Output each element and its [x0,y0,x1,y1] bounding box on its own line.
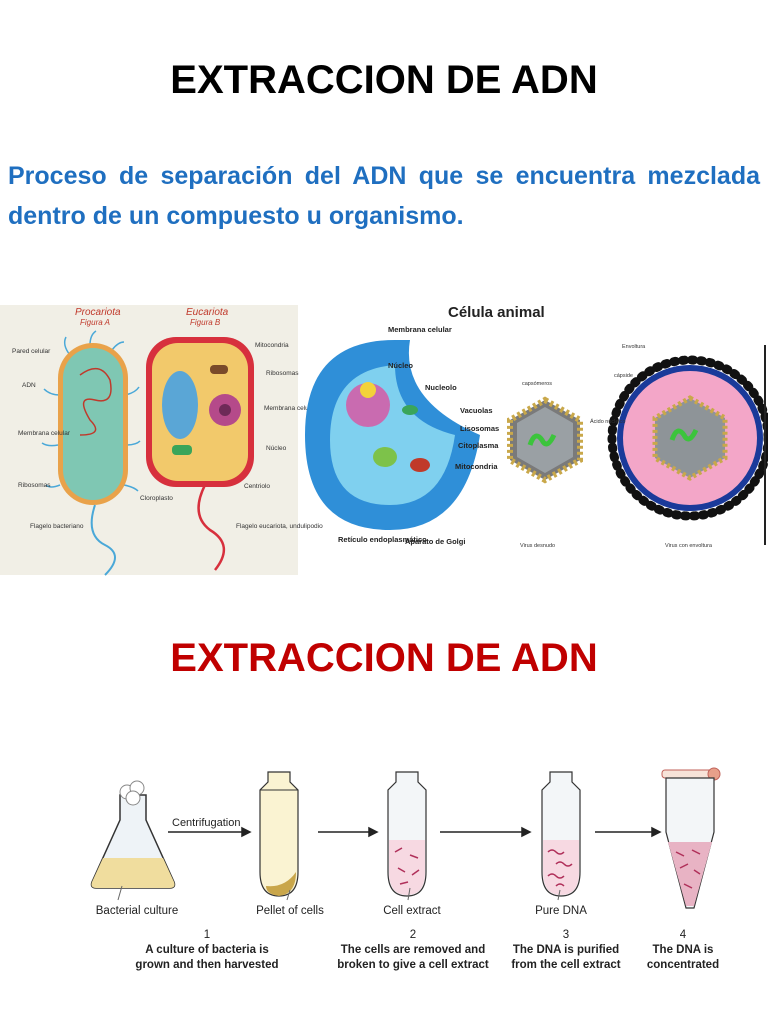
prokaryote-heading: Procariota [75,307,121,318]
animal-cell-illustration [305,340,480,530]
step-text: The cells are removed and [341,944,485,956]
step-text: concentrated [647,959,719,971]
prokaryote-label: Pared celular [12,348,51,355]
animal-cell-heading: Célula animal [448,304,545,321]
eukaryote-cell-illustration [146,337,254,571]
step-number: 1 [204,929,210,941]
animal-cell-label: Lisosomas [460,424,499,433]
eukaryote-label: Núcleo [266,445,287,452]
prokaryote-label: Membrana celular [18,430,71,437]
eukaryote-heading: Eucariota [186,307,229,318]
eukaryote-label: Cloroplasto [140,495,173,502]
eukaryote-subheading: Figura B [190,318,221,327]
virus-label: capsómeros [522,381,552,387]
animal-cell-label: Núcleo [388,361,413,370]
step-number: 3 [563,929,569,941]
intro-paragraph: Proceso de separación del ADN que se enc… [8,162,760,230]
step-text: The DNA is purified [513,944,619,956]
virus-label: Virus con envoltura [665,543,713,549]
animal-cell-label: Retículo endoplasmático [338,535,427,544]
step-number: 4 [680,929,687,941]
prokaryote-subheading: Figura A [80,318,110,327]
section-title: EXTRACCION DE ADN [170,636,598,680]
virus-label: Ácido nucleico [590,418,625,425]
eukaryote-label: Ribosomas [266,370,299,377]
animal-cell-label: Nucleolo [425,383,457,392]
animal-cell-label: Aparato de Golgi [405,537,465,546]
eukaryote-label: Membrana celular [264,405,317,412]
prokaryote-label: Flagelo bacteriano [30,523,84,530]
step-text: The DNA is [653,944,714,956]
tube-pellet-icon [259,771,299,897]
tube-pure-dna-icon [541,771,581,897]
process-figure: Centrifugation Bacterial culture Pellet … [90,767,721,971]
step-text: broken to give a cell extract [337,959,489,971]
centrifugation-label: Centrifugation [172,817,241,829]
page-title: EXTRACCION DE ADN [170,58,598,102]
animal-cell-label: Citoplasma [458,441,499,450]
flask-icon [90,780,176,889]
eukaryote-label: Mitocondria [255,342,289,349]
item-label: Cell extract [383,905,441,917]
animal-cell-label: Vacuolas [460,406,493,415]
step-text: A culture of bacteria is [145,944,269,956]
prokaryote-label: ADN [22,382,36,389]
tube-cell-extract-icon [387,771,427,897]
eppendorf-tube-icon [661,767,721,909]
naked-virus-illustration [507,396,583,484]
step-text: grown and then harvested [135,959,278,971]
cells-figure: Procariota Figura A Eucariota Figura B P… [0,304,768,576]
step-text: from the cell extract [511,959,620,971]
animal-cell-label: Membrana celular [388,325,452,334]
eukaryote-label: Flagelo eucariota, undulipodio [236,523,323,530]
item-label: Pure DNA [535,905,587,917]
virus-label: Envoltura [622,344,646,350]
prokaryote-cell-illustration [41,330,141,576]
item-label: Bacterial culture [96,905,178,917]
step-number: 2 [410,929,416,941]
animal-cell-label: Mitocondria [455,462,498,471]
virus-label: Virus desnudo [520,543,555,549]
prokaryote-label: Ribosomas [18,482,51,489]
item-label: Pellet of cells [256,905,324,917]
virus-label: cápside [614,373,633,379]
enveloped-virus-illustration [607,355,768,521]
eukaryote-label: Centriolo [244,483,270,490]
